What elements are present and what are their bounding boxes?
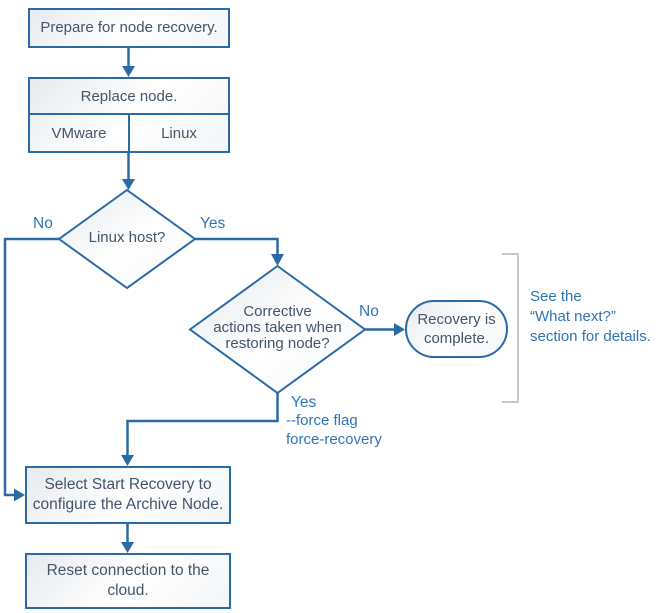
arrowhead-linuxhost-yes <box>271 254 284 266</box>
arrowhead-corrective-no <box>394 323 405 336</box>
decision-corrective-line1: Corrective <box>243 303 312 320</box>
arrowhead-corrective-yes <box>121 455 134 466</box>
edge-linuxhost-no <box>3 237 59 497</box>
node-replace-options: VMware Linux <box>30 115 228 151</box>
node-reset-connection-line1: Reset connection to the <box>46 562 210 579</box>
node-replace-option-vmware: VMware <box>30 115 130 151</box>
label-corrective-yes: Yes <box>291 394 317 411</box>
label-force-flag-line1: --force flag <box>286 412 358 429</box>
node-reset-connection: Reset connection to the cloud. <box>25 553 231 609</box>
decision-corrective-label: Corrective actions taken when restoring … <box>192 304 363 352</box>
label-linuxhost-yes: Yes <box>200 215 226 232</box>
node-replace: Replace node. VMware Linux <box>28 77 230 153</box>
label-corrective-no: No <box>359 303 379 320</box>
node-select-recovery-label: Select Start Recovery to configure the A… <box>27 475 229 515</box>
node-recovery-complete-line2: complete. <box>423 330 490 347</box>
arrowhead-linuxhost-no <box>14 488 25 502</box>
decision-corrective-line3: restoring node? <box>225 335 330 352</box>
see-note: See the “What next?” section for details… <box>530 287 651 347</box>
decision-linux-host <box>57 188 197 290</box>
node-replace-option-linux: Linux <box>161 124 197 142</box>
see-note-line3: section for details. <box>530 328 651 345</box>
node-recovery-complete-label: Recovery is complete. <box>407 310 506 348</box>
bracket <box>502 253 519 403</box>
label-force-flag: --force flag force-recovery <box>286 412 382 449</box>
see-note-line1: See the <box>530 288 582 305</box>
node-recovery-complete-line1: Recovery is <box>417 311 496 328</box>
arrowhead-replace-to-linuxhost <box>122 179 135 190</box>
arrowhead-prepare-to-replace <box>122 66 135 77</box>
node-reset-connection-line2: cloud. <box>107 582 149 599</box>
arrowhead-select-to-reset <box>121 542 134 553</box>
label-force-flag-line2: force-recovery <box>286 430 382 448</box>
node-select-recovery-line1: Select Start Recovery to <box>44 476 212 493</box>
node-replace-label: Replace node. <box>30 79 228 115</box>
node-prepare: Prepare for node recovery. <box>28 8 230 48</box>
node-recovery-complete: Recovery is complete. <box>405 300 508 358</box>
node-reset-connection-label: Reset connection to the cloud. <box>27 561 229 601</box>
node-prepare-label: Prepare for node recovery. <box>40 19 218 36</box>
node-select-recovery: Select Start Recovery to configure the A… <box>25 466 231 524</box>
decision-corrective-line2: actions taken when <box>213 319 342 336</box>
label-linuxhost-no: No <box>33 215 53 232</box>
see-note-line2: “What next?” <box>530 308 616 325</box>
node-select-recovery-line2: configure the Archive Node. <box>32 496 224 513</box>
decision-linux-host-label: Linux host? <box>88 229 166 246</box>
edge-corrective-yes <box>126 393 279 456</box>
edge-linuxhost-yes <box>195 237 279 255</box>
